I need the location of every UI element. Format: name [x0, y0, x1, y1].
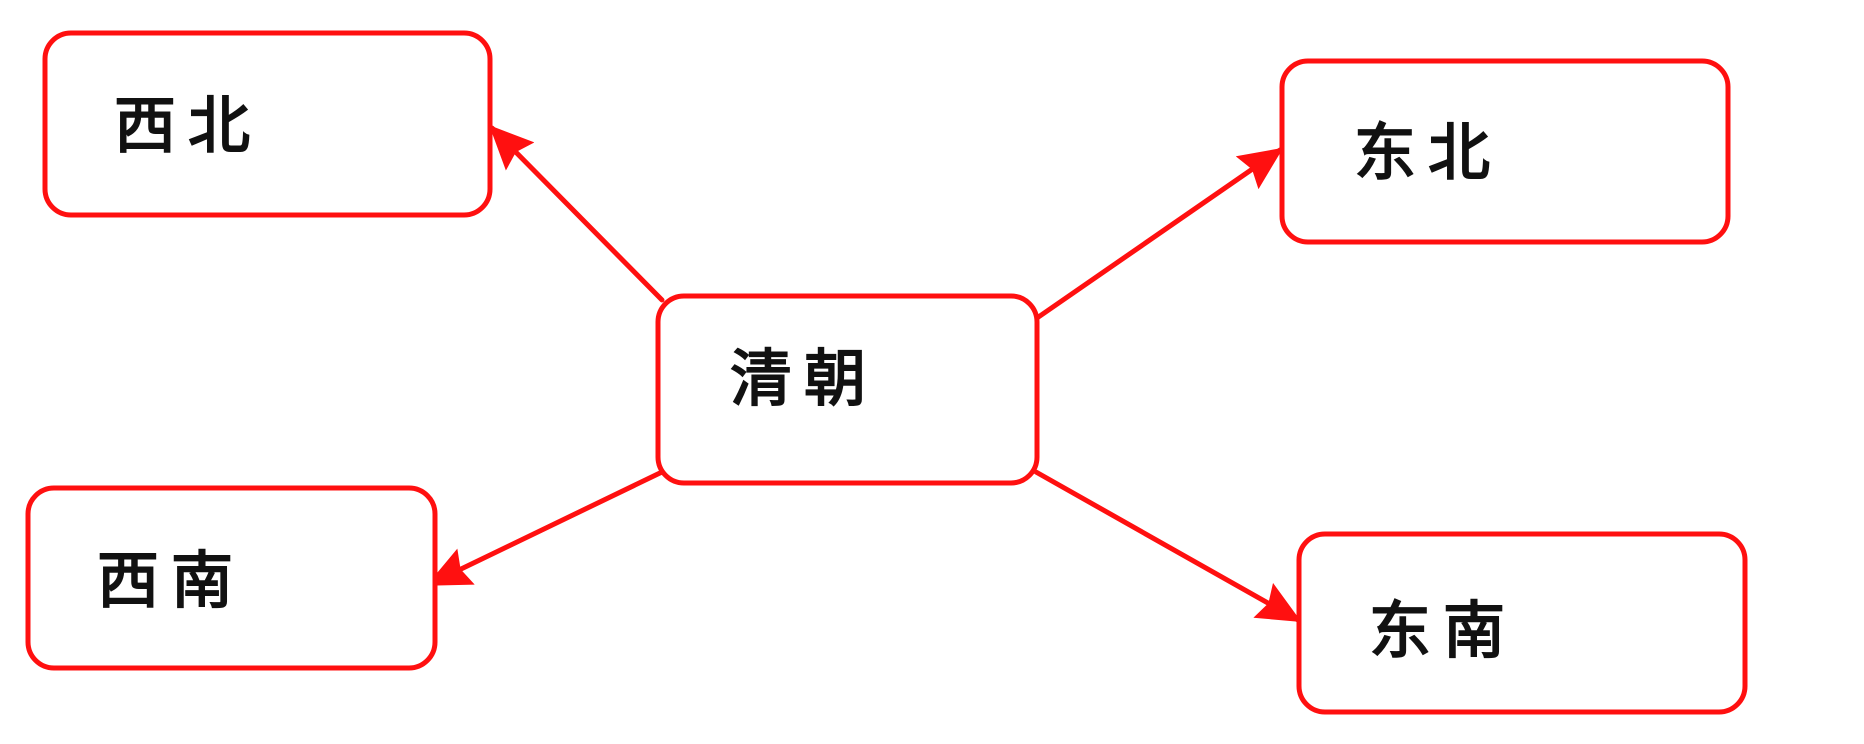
node-label-southwest: 西南 [97, 544, 246, 617]
node-box-center[interactable] [655, 293, 1040, 486]
node-box-southeast[interactable] [1296, 531, 1748, 715]
node-label-center: 清朝 [730, 342, 879, 415]
edge-center-to-northwest [489, 125, 665, 303]
edge-center-to-northeast [1034, 147, 1284, 321]
node-box-northwest[interactable] [42, 30, 493, 218]
edge-center-to-southwest [426, 469, 665, 587]
node-label-northwest: 西北 [114, 89, 263, 162]
node-box-northeast[interactable] [1279, 58, 1731, 245]
node-label-northeast: 东北 [1354, 116, 1503, 189]
edge-center-to-southeast [1033, 469, 1302, 623]
node-label-southeast: 东南 [1369, 594, 1518, 667]
node-box-southwest[interactable] [25, 485, 438, 671]
